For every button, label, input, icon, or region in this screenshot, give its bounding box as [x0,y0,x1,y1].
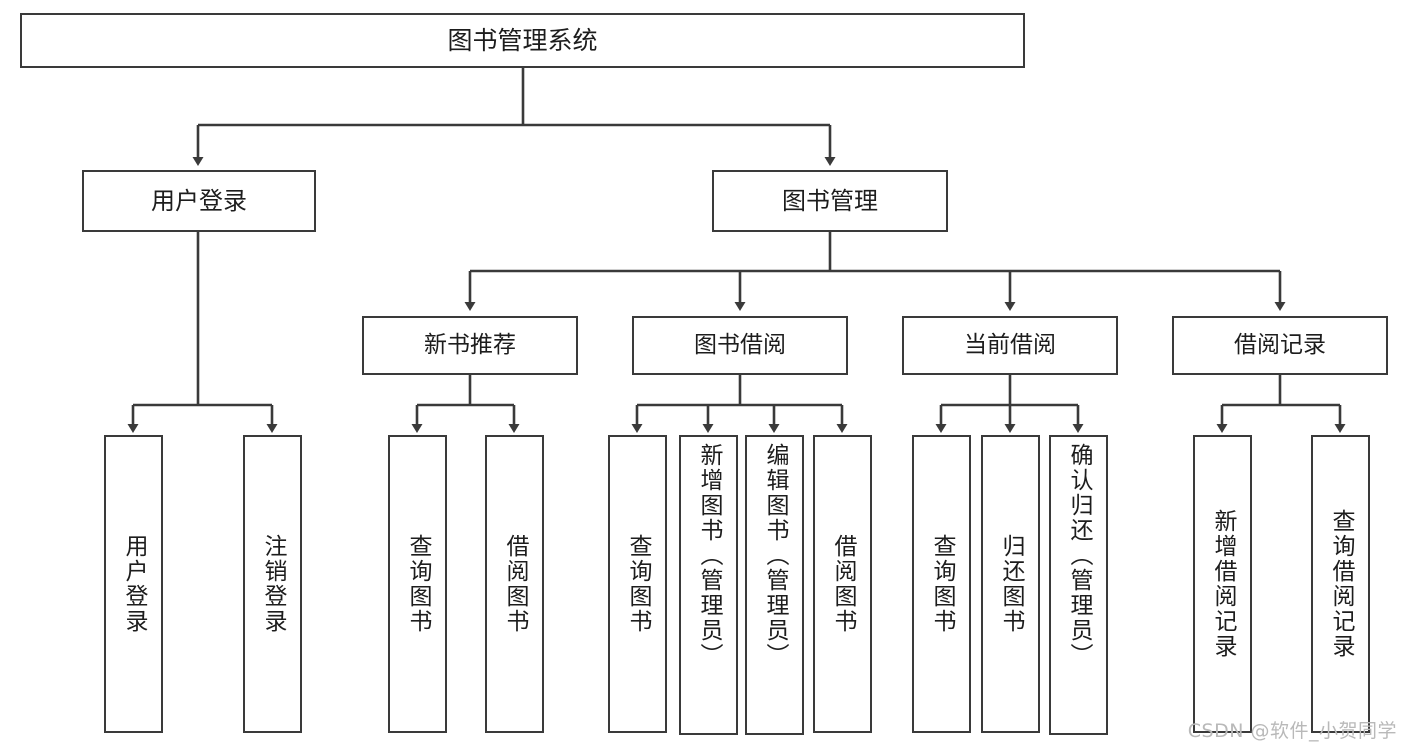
node-new-book-recommend-label: 新书推荐 [424,331,516,358]
leaf-book-borrow-edit-book-label: 编辑图书（管理员） [762,443,788,668]
leaf-borrow-record-add-record[interactable]: 新增借阅记录 [1193,435,1252,733]
node-book-borrow[interactable]: 图书借阅 [632,316,848,375]
leaf-new-book-query-book[interactable]: 查询图书 [388,435,447,733]
node-new-book-recommend[interactable]: 新书推荐 [362,316,578,375]
leaf-user-login-login[interactable]: 用户登录 [104,435,163,733]
leaf-book-borrow-borrow-book-label: 借阅图书 [830,534,856,634]
node-borrow-record[interactable]: 借阅记录 [1172,316,1388,375]
node-user-login-label: 用户登录 [151,186,247,215]
leaf-current-borrow-confirm-return-label: 确认归还（管理员） [1066,443,1092,668]
leaf-borrow-record-add-record-label: 新增借阅记录 [1210,509,1236,659]
leaf-current-borrow-return-book-label: 归还图书 [998,534,1024,634]
leaf-new-book-query-book-label: 查询图书 [405,534,431,634]
leaf-book-borrow-add-book[interactable]: 新增图书（管理员） [679,435,738,735]
node-book-management[interactable]: 图书管理 [712,170,948,232]
node-root[interactable]: 图书管理系统 [20,13,1025,68]
node-current-borrow[interactable]: 当前借阅 [902,316,1118,375]
leaf-user-login-login-label: 用户登录 [121,534,147,634]
leaf-new-book-borrow-book[interactable]: 借阅图书 [485,435,544,733]
node-root-label: 图书管理系统 [447,25,598,55]
node-current-borrow-label: 当前借阅 [964,331,1056,358]
leaf-book-borrow-edit-book[interactable]: 编辑图书（管理员） [745,435,804,735]
leaf-book-borrow-borrow-book[interactable]: 借阅图书 [813,435,872,733]
leaf-user-login-logout-label: 注销登录 [260,534,286,634]
leaf-book-borrow-query-book-label: 查询图书 [625,534,651,634]
leaf-borrow-record-query-record[interactable]: 查询借阅记录 [1311,435,1370,733]
leaf-borrow-record-query-record-label: 查询借阅记录 [1328,509,1354,659]
leaf-current-borrow-confirm-return[interactable]: 确认归还（管理员） [1049,435,1108,735]
node-book-borrow-label: 图书借阅 [694,331,786,358]
leaf-new-book-borrow-book-label: 借阅图书 [502,534,528,634]
leaf-current-borrow-return-book[interactable]: 归还图书 [981,435,1040,733]
leaf-book-borrow-add-book-label: 新增图书（管理员） [696,443,722,668]
leaf-user-login-logout[interactable]: 注销登录 [243,435,302,733]
node-user-login[interactable]: 用户登录 [82,170,316,232]
node-book-management-label: 图书管理 [782,186,878,215]
watermark: CSDN @软件_小贺同学 [1187,720,1397,742]
leaf-book-borrow-query-book[interactable]: 查询图书 [608,435,667,733]
leaf-current-borrow-query-book-label: 查询图书 [929,534,955,634]
node-borrow-record-label: 借阅记录 [1234,331,1326,358]
leaf-current-borrow-query-book[interactable]: 查询图书 [912,435,971,733]
